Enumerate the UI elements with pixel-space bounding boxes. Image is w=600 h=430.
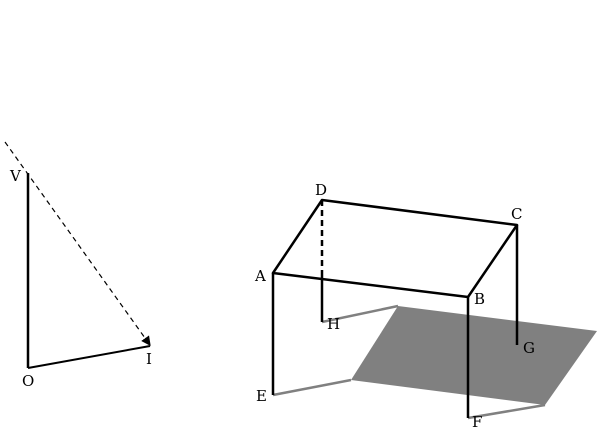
- label-h: H: [327, 315, 340, 333]
- shadow-edge-eh: [272, 378, 352, 397]
- label-a: A: [254, 267, 266, 285]
- label-i: I: [146, 350, 152, 368]
- label-c: C: [511, 205, 522, 223]
- shadow-edge-f: [467, 403, 546, 420]
- dashed-ray: [4, 141, 151, 346]
- label-b: B: [474, 290, 485, 308]
- label-o: O: [22, 372, 34, 390]
- shadow-edge-h: [321, 304, 399, 324]
- top-face-abcd: [271, 198, 519, 299]
- left-figure: V O I: [4, 141, 152, 390]
- right-figure: D C A B H G E F: [254, 181, 597, 430]
- label-e: E: [256, 387, 267, 405]
- label-d: D: [315, 181, 327, 199]
- label-v: V: [9, 167, 22, 185]
- shadow: [351, 306, 597, 405]
- segment-oi: [27, 345, 151, 369]
- label-g: G: [523, 339, 535, 357]
- label-f: F: [472, 413, 482, 430]
